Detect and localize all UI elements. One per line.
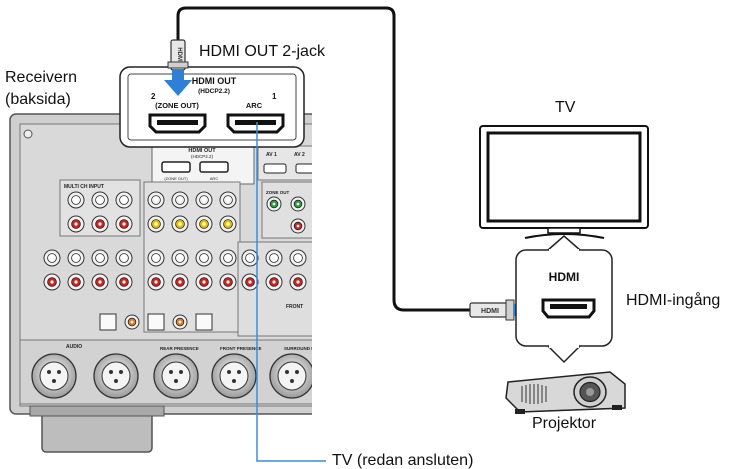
hdmi-input-label: HDMI-ingång <box>626 292 721 309</box>
callout-port2-name: (ZONE OUT) <box>155 101 199 110</box>
hdmi-plug-icon: HDMI <box>167 39 189 71</box>
panel-arc: ARC <box>210 176 219 181</box>
panel-hdmi-out-title: HDMI OUT <box>188 148 216 154</box>
callout-title: HDMI OUT <box>192 76 237 86</box>
panel-zone-out: (ZONE OUT) <box>164 176 188 181</box>
panel-front: FRONT <box>286 304 303 310</box>
panel-av2: AV 2 <box>294 152 305 158</box>
projector-callout-title: HDMI <box>549 270 580 284</box>
projector-label: Projektor <box>532 415 597 432</box>
plug-top-text: HDMI <box>176 47 182 63</box>
hdmi-cable <box>176 6 478 312</box>
panel-surround-back: SURROUND BACK <box>284 346 325 351</box>
receiver-sub-label: (baksida) <box>5 91 71 108</box>
callout-port1-name: ARC <box>246 101 263 110</box>
panel-hdmi-out-sub: (HDCP2.2) <box>191 154 214 159</box>
receiver-rear-panel-icon: HDMI OUT (HDCP2.2) (ZONE OUT) ARC AV 1 A… <box>9 113 325 453</box>
panel-rear-presence: REAR PRESENCE <box>160 346 199 351</box>
panel-av1: AV 1 <box>266 152 277 158</box>
projector-hdmi-callout: HDMI <box>515 235 613 364</box>
optical-port <box>195 313 213 331</box>
optical-port <box>147 313 165 331</box>
callout-subtitle: (HDCP2.2) <box>198 88 230 95</box>
tv-label: TV <box>555 99 576 116</box>
projector-icon <box>505 371 626 414</box>
optical-port <box>99 313 117 331</box>
tv-already-connected-label: TV (redan ansluten) <box>332 452 474 469</box>
plug-right-text: HDMI <box>481 308 499 315</box>
callout-port2-number: 2 <box>151 92 156 101</box>
callout-port1-number: 1 <box>272 92 277 101</box>
panel-audio: AUDIO <box>66 344 82 350</box>
hdmi-out-callout: HDMI OUT (HDCP2.2) 2 1 (ZONE OUT) ARC <box>119 66 305 148</box>
tv-connection-line <box>256 122 326 462</box>
hdmi-out-jack-label: HDMI OUT 2-jack <box>199 43 325 60</box>
receiver-label: Receivern <box>5 69 78 86</box>
panel-front-presence: FRONT PRESENCE <box>220 346 262 351</box>
arrow-down-icon <box>164 70 192 96</box>
panel-zone-out-right: ZONE OUT <box>266 190 290 195</box>
panel-multi-ch: MULTI CH INPUT <box>64 184 104 190</box>
hdmi-plug-icon: HDMI <box>469 299 515 321</box>
tv-icon <box>479 125 649 239</box>
